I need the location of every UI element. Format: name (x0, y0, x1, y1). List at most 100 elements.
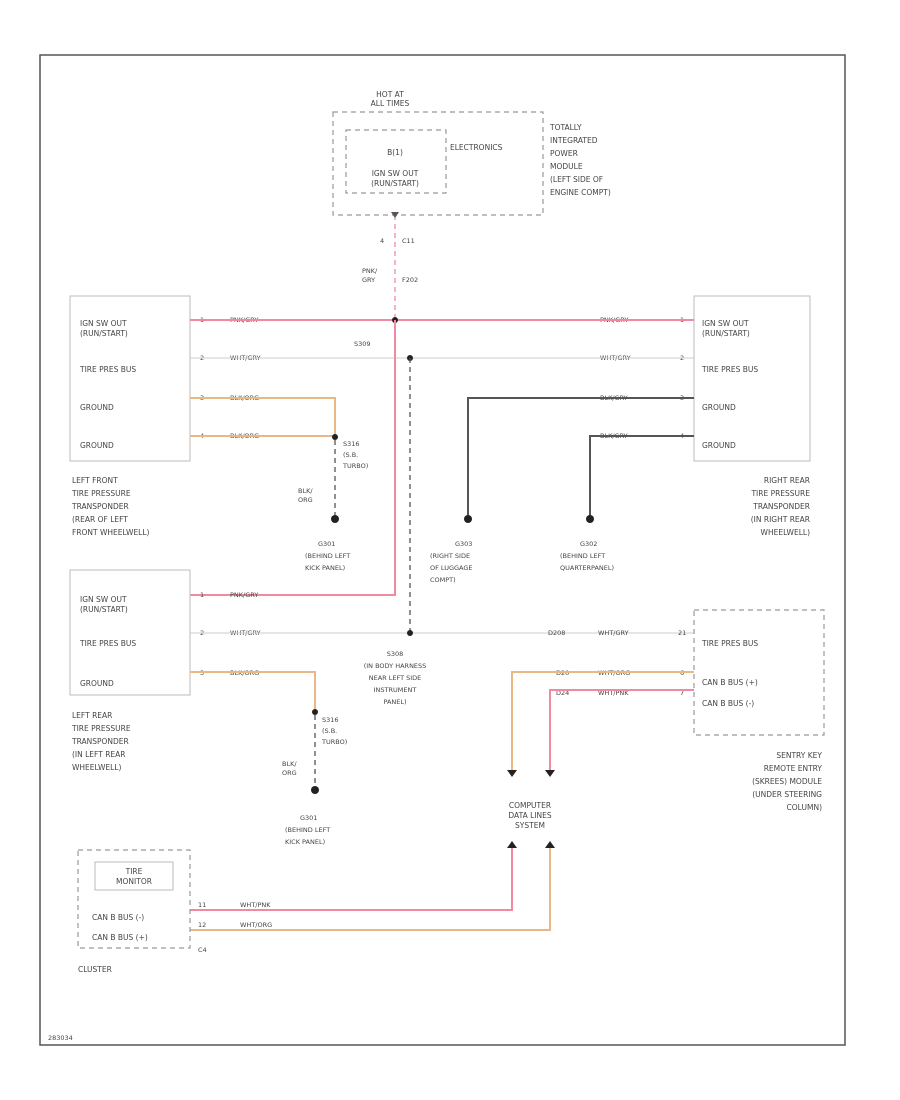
cl-pin-canp: CAN B BUS (+) (92, 933, 148, 942)
lr-name-4: (IN LEFT REAR (72, 750, 126, 759)
tipm-connector-arrow (391, 212, 399, 218)
lr-name-1: LEFT REAR (72, 711, 112, 720)
sk-pin-canm: CAN B BUS (-) (702, 699, 754, 708)
rr-name-3: TRANSPONDER (752, 502, 810, 511)
cluster-outline (77, 849, 191, 949)
tipm-conn: C11 (402, 237, 415, 245)
lf-name-5: FRONT WHEELWELL) (72, 528, 150, 537)
rr-name-1: RIGHT REAR (764, 476, 810, 485)
g303-2: (RIGHT SIDE (430, 552, 470, 560)
lf-name-4: (REAR OF LEFT (72, 515, 128, 524)
cl-wire-2: WHT/ORG (240, 921, 272, 929)
lr-name-2: TIRE PRESSURE (71, 724, 131, 733)
s316b-1: S316 (322, 716, 339, 724)
tipm-relay-1: IGN SW OUT (372, 169, 419, 178)
can-minus-wire-skrees (549, 689, 694, 770)
right-rear-transponder: IGN SW OUT (RUN/START) TIRE PRES BUS GRO… (600, 295, 811, 537)
g301-ground-dot-b (311, 786, 319, 794)
g302-ground-dot (586, 515, 594, 523)
rr-box (693, 295, 811, 462)
lr-box (69, 569, 191, 696)
s316a-1: S316 (343, 440, 360, 448)
s308-1: S308 (387, 650, 404, 658)
tipm-name-2: INTEGRATED (550, 136, 598, 145)
lr-wire-1: PNK/GRY (230, 591, 258, 599)
g303-ground-dot (464, 515, 472, 523)
s316a-2: (S.B. (343, 451, 358, 459)
rr-pin-bus: TIRE PRES BUS (701, 365, 758, 374)
lr-name-5: WHEELWELL) (72, 763, 122, 772)
sk-wire-1: WHT/GRY (598, 629, 629, 637)
tipm-name-6: ENGINE COMPT) (550, 188, 611, 197)
s308-2: (IN BODY HARNESS (364, 662, 427, 670)
sk-pin-num-3: 7 (680, 689, 684, 697)
rr-pin-ign-2: (RUN/START) (702, 329, 750, 338)
sk-name-1: SENTRY KEY (776, 751, 822, 760)
tipm-inner-outline (345, 129, 447, 194)
s308-4: INSTRUMENT (374, 686, 417, 694)
sk-pin-num-1: 21 (678, 629, 686, 637)
g301a-3: KICK PANEL) (305, 564, 345, 572)
left-rear-transponder: IGN SW OUT (RUN/START) TIRE PRES BUS GRO… (69, 569, 261, 772)
tipm-circuit: F202 (402, 276, 418, 284)
tipm-electronics: ELECTRONICS (450, 143, 503, 152)
g301a-2: (BEHIND LEFT (305, 552, 350, 560)
tipm-name-4: MODULE (550, 162, 583, 171)
cdl-3: SYSTEM (515, 821, 545, 830)
lr-pin-ign-1: IGN SW OUT (80, 595, 127, 604)
can-plus-wire-cluster (190, 848, 551, 931)
rr-name-2: TIRE PRESSURE (750, 489, 810, 498)
g301b-3: KICK PANEL) (285, 838, 325, 846)
rr-name-5: WHEELWELL) (761, 528, 811, 537)
cl-wire-1: WHT/PNK (240, 901, 271, 909)
left-front-transponder: IGN SW OUT (RUN/START) TIRE PRES BUS GRO… (69, 295, 261, 537)
cdl-2: DATA LINES (508, 811, 551, 820)
s316b-3: TURBO) (321, 738, 347, 746)
g303-3: OF LUGGAGE (430, 564, 473, 572)
lf-pin-bus: TIRE PRES BUS (79, 365, 136, 374)
rr-pin-ground-2: GROUND (702, 441, 736, 450)
lr-name-3: TRANSPONDER (71, 737, 129, 746)
can-plus-wire-skrees (511, 671, 694, 770)
tipm-name-5: (LEFT SIDE OF (550, 175, 603, 184)
s309-label: S309 (354, 340, 371, 348)
cl-pin-canm: CAN B BUS (-) (92, 913, 144, 922)
tire-monitor-box (94, 861, 174, 891)
s316b-2: (S.B. (322, 727, 337, 735)
lf-ground-wire-1 (190, 397, 336, 438)
lr-pin-ground: GROUND (80, 679, 114, 688)
s308-5: PANEL) (383, 698, 406, 706)
tipm-pin: 4 (380, 237, 384, 245)
g302-1: G302 (580, 540, 597, 548)
lf-pin-ign-2: (RUN/START) (80, 329, 128, 338)
can-minus-wire-cluster (190, 848, 513, 911)
g301-ground-dot-a (331, 515, 339, 523)
tipm-wire-color-2: GRY (362, 276, 375, 284)
blk-org-a-1: BLK/ (298, 487, 313, 495)
lf-box (69, 295, 191, 462)
lf-name-2: TIRE PRESSURE (71, 489, 131, 498)
tipm-hot-1: HOT AT (376, 90, 404, 99)
sk-name-3: (SKREES) MODULE (752, 777, 822, 786)
lr-ign-feed-wire (190, 320, 396, 596)
sk-pin-bus: TIRE PRES BUS (701, 639, 758, 648)
lf-name-1: LEFT FRONT (72, 476, 118, 485)
rr-pin-ign-1: IGN SW OUT (702, 319, 749, 328)
sk-name-2: REMOTE ENTRY (764, 764, 823, 773)
s308-3: NEAR LEFT SIDE (369, 674, 422, 682)
cdl-arrow-2 (545, 770, 555, 777)
cluster-name: CLUSTER (78, 965, 112, 974)
blk-org-b-1: BLK/ (282, 760, 297, 768)
cdl-arrow-3 (507, 841, 517, 848)
g303-4: COMPT) (430, 576, 456, 584)
lf-name-3: TRANSPONDER (71, 502, 129, 511)
lr-pin-num-1: 1 (200, 591, 204, 599)
tipm-hot-2: ALL TIMES (371, 99, 410, 108)
outer-frame (39, 54, 846, 1046)
skrees-outline (693, 609, 825, 736)
instrument-cluster: TIRE MONITOR CAN B BUS (-) CAN B BUS (+)… (77, 849, 272, 974)
lf-pin-ground-1: GROUND (80, 403, 114, 412)
sk-circuit-1: D208 (548, 629, 565, 637)
